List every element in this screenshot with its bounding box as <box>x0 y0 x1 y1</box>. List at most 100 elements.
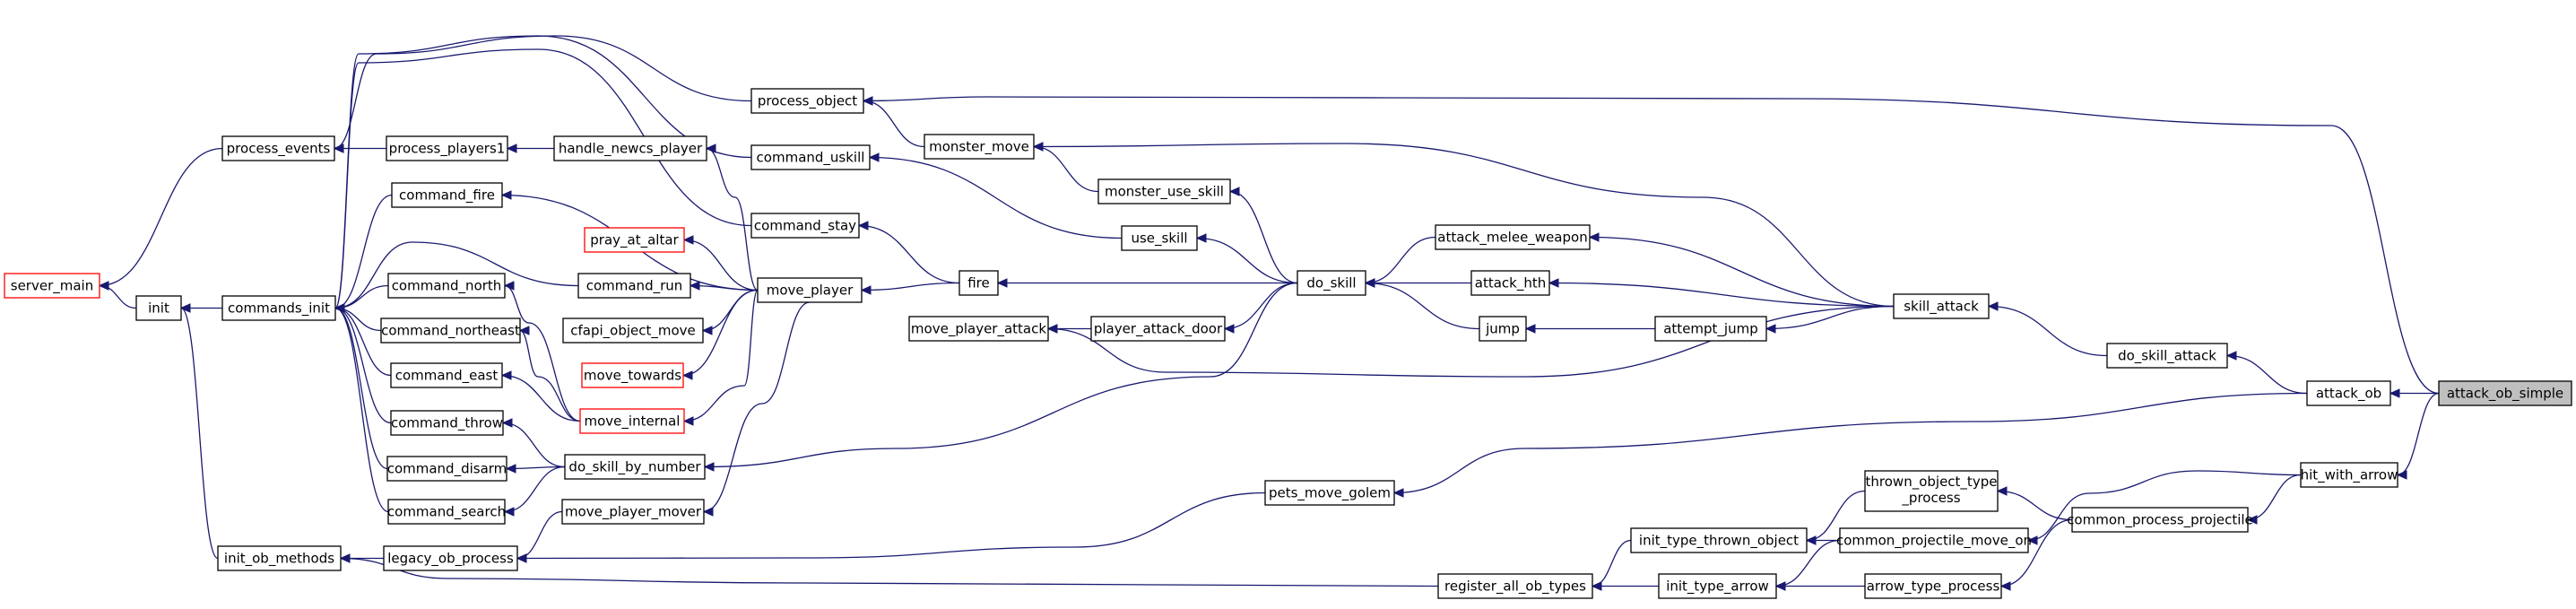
node-init_ob_methods[interactable]: init_ob_methods <box>217 545 342 571</box>
edge-line <box>1393 392 2308 494</box>
node-command_north[interactable]: command_north <box>387 273 506 299</box>
node-command_search[interactable]: command_search <box>387 499 506 525</box>
node-command_run[interactable]: command_run <box>577 273 691 299</box>
edge-line <box>334 35 752 150</box>
node-command_fire[interactable]: command_fire <box>391 182 503 208</box>
edge-line <box>1365 282 1480 330</box>
node-common_process_projectile[interactable]: common_process_projectile <box>2067 507 2253 533</box>
edge-line <box>2397 392 2440 476</box>
node-label: init_type_arrow <box>1666 579 1769 596</box>
edge-skill_attack-to-attack_hth <box>1548 278 1895 308</box>
node-server_main[interactable]: server_main <box>4 273 100 299</box>
edge-line <box>1589 236 1895 308</box>
edge-line <box>1033 143 1895 308</box>
node-do_skill[interactable]: do_skill <box>1297 270 1366 296</box>
node-register_all_ob_types[interactable]: register_all_ob_types <box>1437 573 1593 599</box>
node-init[interactable]: init <box>135 295 182 321</box>
node-cfapi_object_move[interactable]: cfapi_object_move <box>562 318 704 344</box>
edge-line <box>2000 518 2073 587</box>
node-label: pets_move_golem <box>1269 485 1391 502</box>
node-label: use_skill <box>1131 231 1187 248</box>
node-arrow_type_process[interactable]: arrow_type_process <box>1864 573 2002 599</box>
node-label: command_east <box>395 368 499 385</box>
node-label: handle_newcs_player <box>559 141 703 158</box>
arrow-head <box>500 370 512 380</box>
arrow-head <box>339 553 351 563</box>
node-box <box>581 362 684 388</box>
edge-line <box>180 307 219 560</box>
node-fire[interactable]: fire <box>958 270 999 296</box>
node-label: hit_with_arrow <box>2301 467 2398 484</box>
node-command_uskill[interactable]: command_uskill <box>750 144 871 170</box>
node-monster_move[interactable]: monster_move <box>924 134 1035 160</box>
node-process_players1[interactable]: process_players1 <box>386 135 508 161</box>
node-label: skill_attack <box>1904 299 1979 316</box>
edge-init_type_arrow-to-register_all_ob_types <box>1591 581 1659 591</box>
edge-line <box>1997 490 2073 521</box>
edge-command_uskill-to-commands_init <box>334 35 752 313</box>
node-box <box>750 213 860 239</box>
node-pets_move_golem[interactable]: pets_move_golem <box>1264 480 1395 506</box>
node-skill_attack[interactable]: skill_attack <box>1893 293 1990 319</box>
node-box <box>1264 480 1395 506</box>
node-label: command_run <box>586 278 683 295</box>
node-command_throw[interactable]: command_throw <box>390 410 504 436</box>
node-label: attack_ob <box>2316 386 2381 403</box>
edge-common_process_projectile-to-thrown_object_type_process <box>1996 486 2073 521</box>
edge-line <box>519 329 581 422</box>
arrow-head <box>1223 324 1235 334</box>
node-move_player_attack[interactable]: move_player_attack <box>908 316 1049 342</box>
node-move_player_mover[interactable]: move_player_mover <box>561 499 705 525</box>
node-use_skill[interactable]: use_skill <box>1121 225 1198 251</box>
node-attack_hth[interactable]: attack_hth <box>1470 270 1550 296</box>
node-process_events[interactable]: process_events <box>221 135 335 161</box>
arrow-head <box>2026 535 2038 545</box>
node-attack_ob_simple[interactable]: attack_ob_simple <box>2438 380 2572 406</box>
edge-line <box>861 282 960 291</box>
node-attempt_jump[interactable]: attempt_jump <box>1654 316 1767 342</box>
node-thrown_object_type_process[interactable]: thrown_object_type_process <box>1864 470 1999 512</box>
node-player_attack_door[interactable]: player_attack_door <box>1090 316 1226 342</box>
node-command_east[interactable]: command_east <box>390 362 503 388</box>
node-hit_with_arrow[interactable]: hit_with_arrow <box>2300 462 2398 488</box>
edge-line <box>334 194 393 309</box>
node-command_northeast[interactable]: command_northeast <box>380 318 521 344</box>
arrow-head <box>1524 324 1536 334</box>
arrow-head <box>334 303 345 313</box>
node-pray_at_altar[interactable]: pray_at_altar <box>584 227 685 253</box>
node-init_type_thrown_object[interactable]: init_type_thrown_object <box>1630 527 1808 553</box>
node-handle_newcs_player[interactable]: handle_newcs_player <box>553 135 707 161</box>
node-box <box>1470 270 1550 296</box>
node-label: thrown_object_type <box>1866 474 1998 491</box>
edge-process_object-to-process_events <box>333 35 752 153</box>
edge-skill_attack-to-attempt_jump <box>1765 305 1895 334</box>
node-move_player[interactable]: move_player <box>757 277 863 303</box>
edge-line <box>2247 474 2302 521</box>
node-attack_ob[interactable]: attack_ob <box>2306 380 2391 406</box>
node-label: attack_ob_simple <box>2447 386 2563 403</box>
node-commands_init[interactable]: commands_init <box>221 295 336 321</box>
edge-attempt_jump-to-jump <box>1524 324 1656 334</box>
node-box <box>221 135 335 161</box>
node-command_stay[interactable]: command_stay <box>750 213 860 239</box>
edge-hit_with_arrow-to-common_projectile_move_on <box>2026 470 2302 545</box>
node-box <box>4 273 100 299</box>
node-process_object[interactable]: process_object <box>750 88 864 114</box>
node-label: do_skill_attack <box>2118 348 2216 365</box>
arrow-head <box>98 281 109 291</box>
node-box <box>1864 470 1999 512</box>
node-attack_melee_weapon[interactable]: attack_melee_weapon <box>1435 224 1591 250</box>
node-common_projectile_move_on[interactable]: common_projectile_move_on <box>1836 527 2032 553</box>
edge-line <box>1988 305 2108 357</box>
node-jump[interactable]: jump <box>1479 316 1527 342</box>
node-label: command_stay <box>754 218 856 235</box>
node-do_skill_attack[interactable]: do_skill_attack <box>2106 343 2228 369</box>
node-move_towards[interactable]: move_towards <box>581 362 684 388</box>
node-monster_use_skill[interactable]: monster_use_skill <box>1097 178 1231 204</box>
node-init_type_arrow[interactable]: init_type_arrow <box>1658 573 1777 599</box>
node-move_internal[interactable]: move_internal <box>579 408 685 434</box>
arrow-head <box>500 190 512 200</box>
node-do_skill_by_number[interactable]: do_skill_by_number <box>564 454 706 480</box>
node-command_disarm[interactable]: command_disarm <box>386 456 507 482</box>
node-legacy_ob_process[interactable]: legacy_ob_process <box>383 545 518 571</box>
